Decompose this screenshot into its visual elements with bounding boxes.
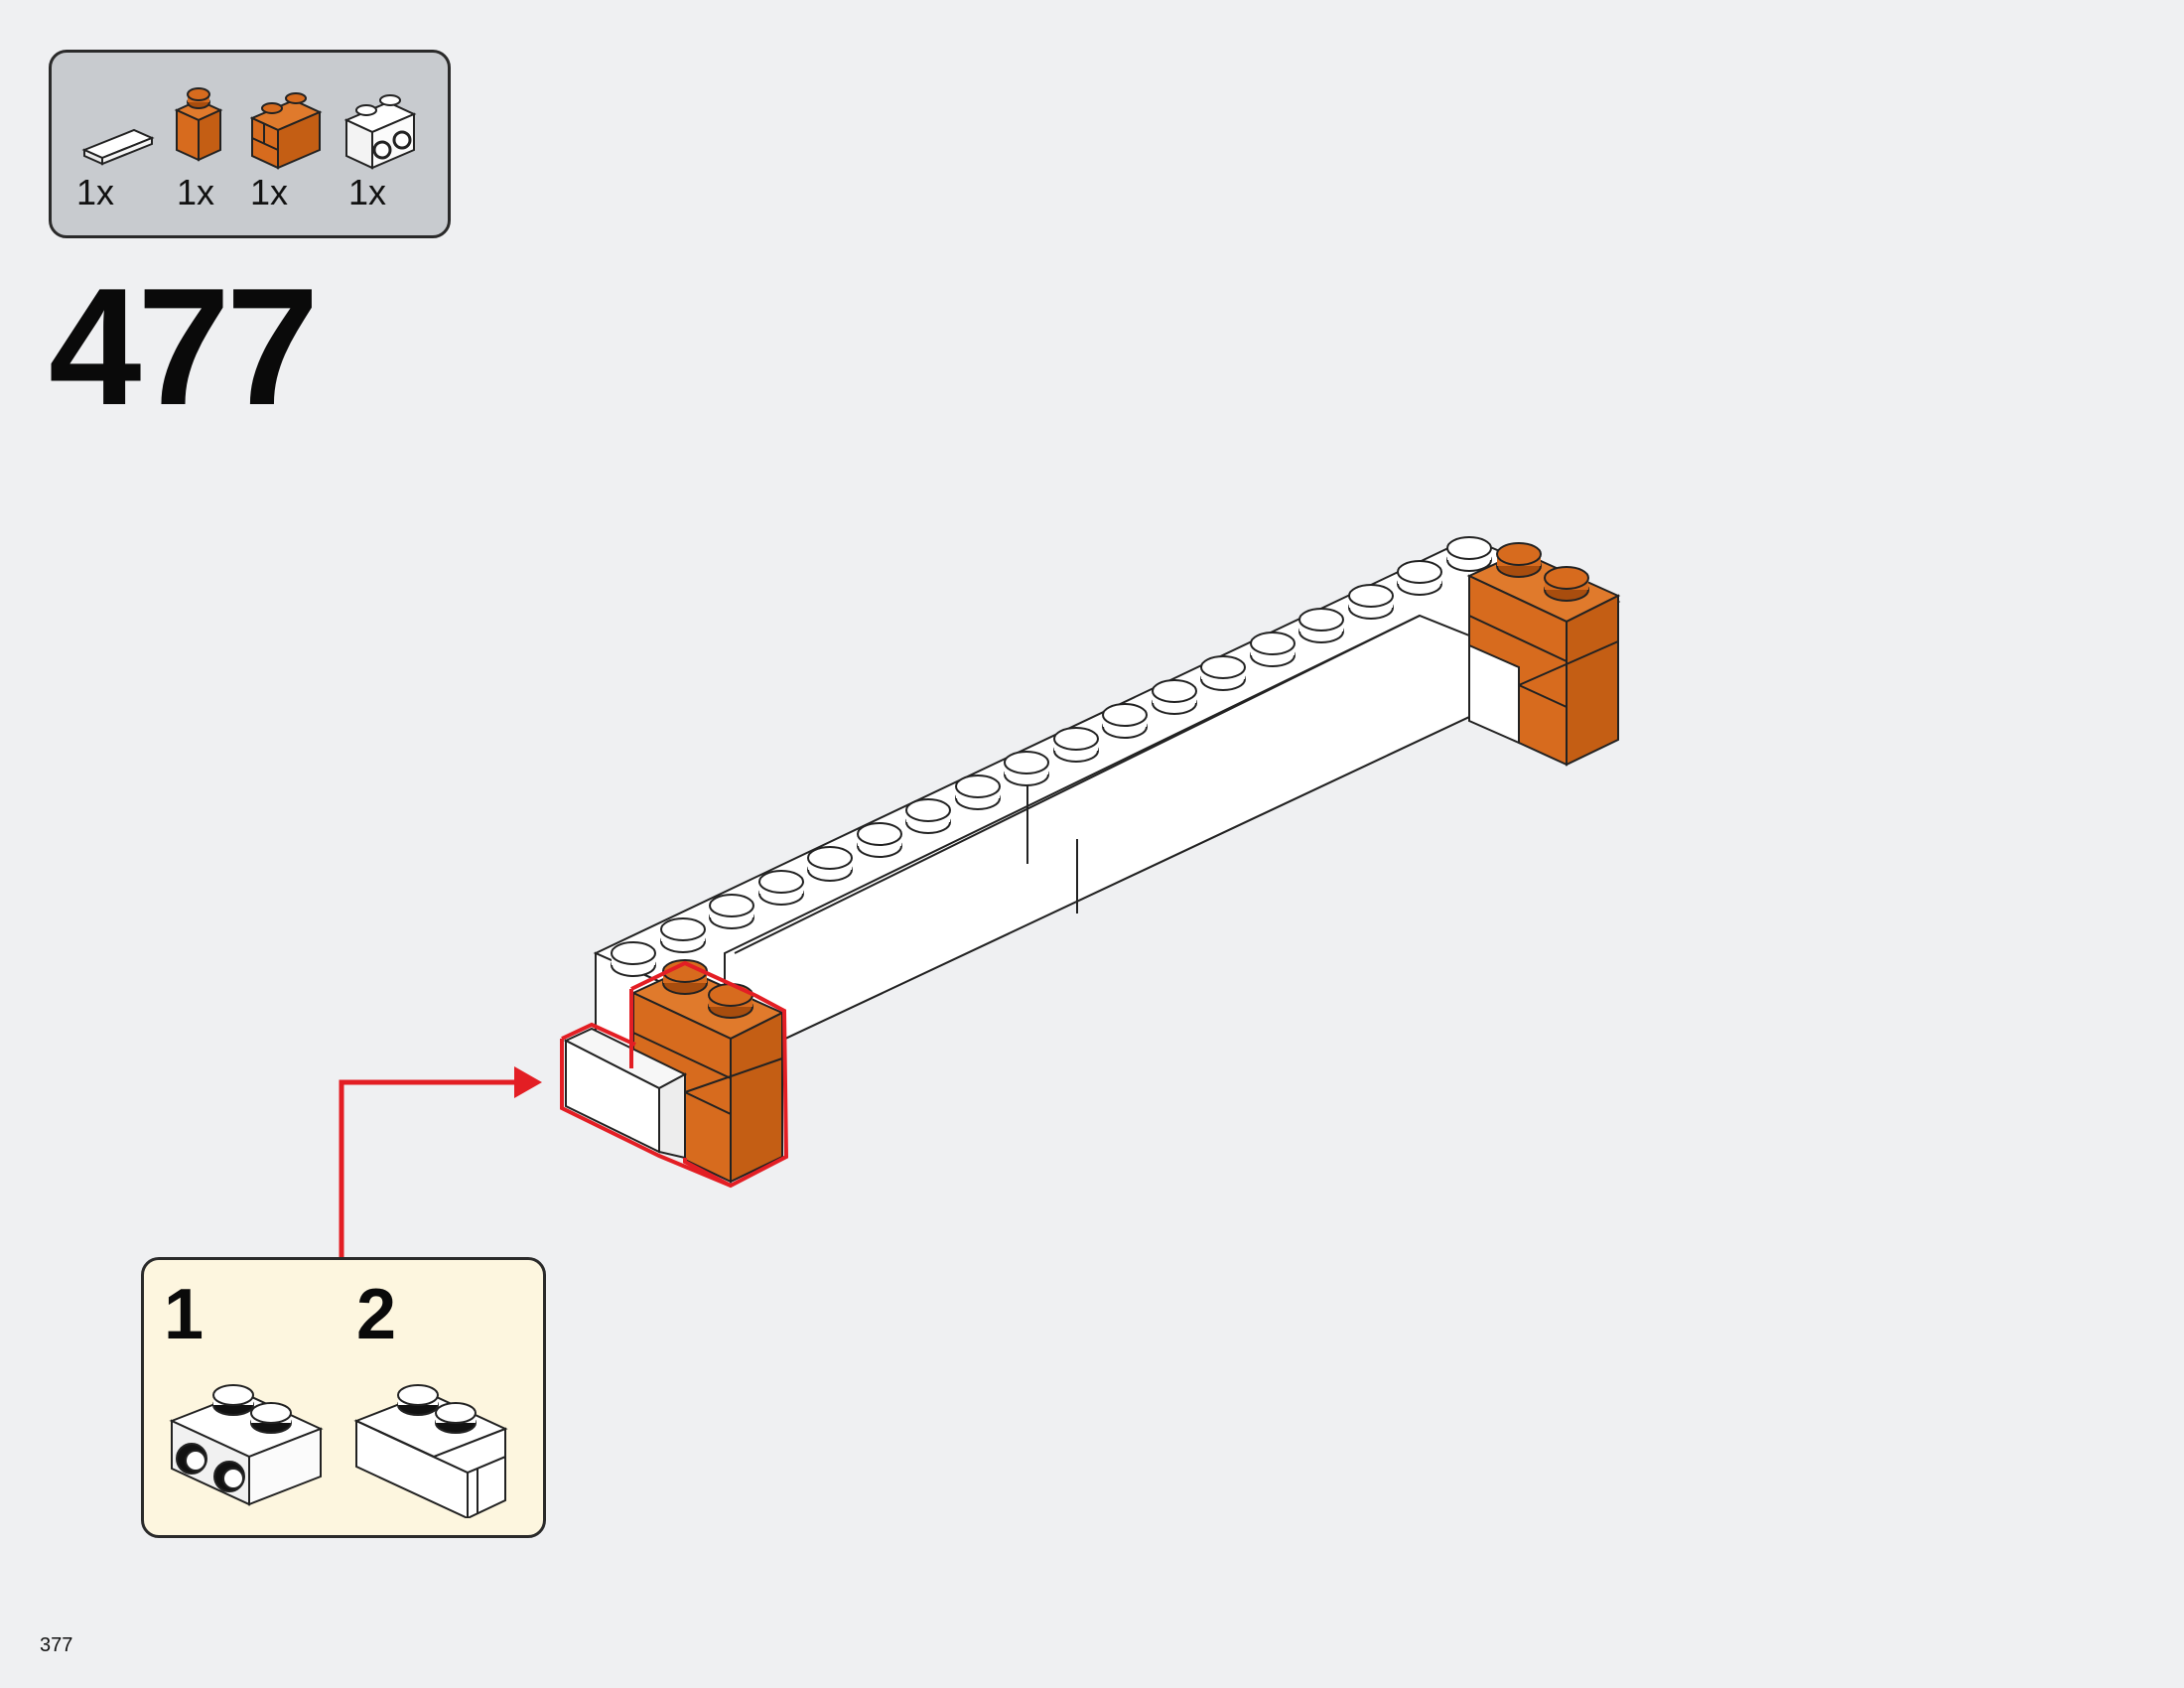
sub-step-number: 1 [164, 1275, 205, 1354]
white-tile-1x2-icon [81, 128, 155, 166]
step-number: 477 [49, 253, 319, 440]
part-item: 1x [76, 72, 166, 221]
white-brick-1x2-studs-on-side-icon [344, 94, 417, 170]
part-item: 1x [344, 72, 434, 221]
orange-brick-1x1-icon [174, 87, 223, 162]
highlight-outline [560, 960, 789, 1189]
sub-step-number: 2 [356, 1275, 397, 1354]
part-quantity: 1x [348, 172, 387, 212]
white-brick-with-tile-icon [353, 1384, 508, 1518]
part-quantity: 1x [177, 172, 215, 212]
wall-studs [611, 536, 1492, 977]
part-quantity: 1x [250, 172, 289, 212]
part-item: 1x [250, 72, 340, 221]
near-orange-pillar [630, 959, 785, 1184]
new-white-tile [563, 1027, 688, 1160]
far-orange-pillar [1466, 542, 1621, 767]
part-quantity: 1x [76, 172, 115, 212]
sub-assembly-box: 1 2 [141, 1257, 546, 1538]
part-item: 1x [173, 72, 262, 221]
assembly-arrow [339, 1066, 542, 1257]
page-number: 377 [40, 1634, 73, 1656]
white-brick-studs-on-side-icon [169, 1384, 324, 1506]
parts-list-box: 1x 1x 1x [49, 50, 451, 238]
orange-masonry-brick-1x2-icon [250, 92, 323, 170]
